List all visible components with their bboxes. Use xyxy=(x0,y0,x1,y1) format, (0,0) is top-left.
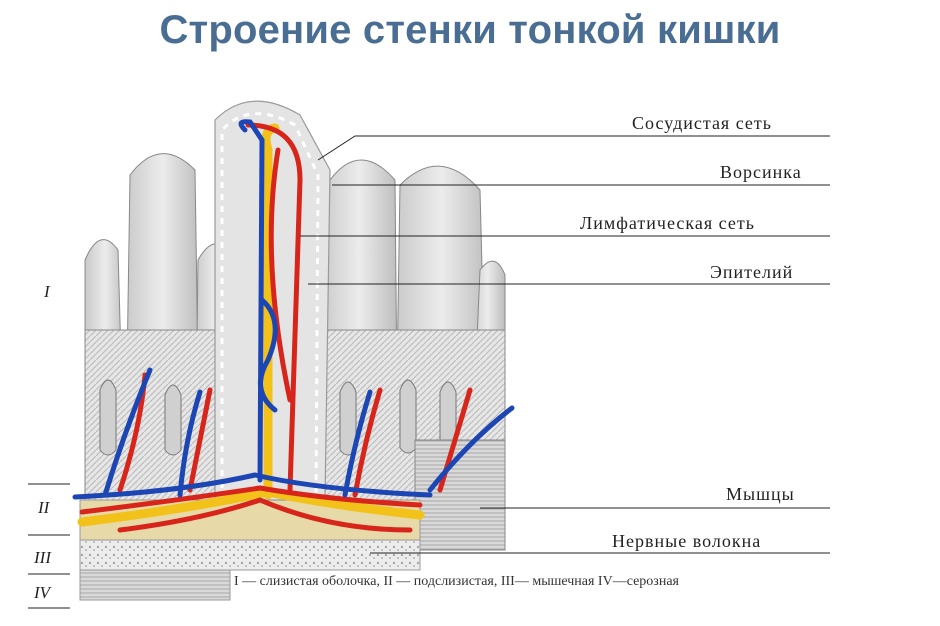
label-nerve-fibers: Нервные волокна xyxy=(612,531,761,552)
layer-legend: I — слизистая оболочка, II — подслизиста… xyxy=(234,574,679,590)
serous-layer xyxy=(80,570,230,600)
label-vascular-network: Сосудистая сеть xyxy=(632,113,772,134)
label-villus: Ворсинка xyxy=(720,162,802,183)
layer-label-i: I xyxy=(44,282,50,302)
layer-label-ii: II xyxy=(38,498,49,518)
label-epithelium: Эпителий xyxy=(710,262,793,283)
label-muscles: Мышцы xyxy=(726,484,795,505)
muscular-layer xyxy=(80,540,420,570)
label-lymphatic-network: Лимфатическая сеть xyxy=(580,213,755,234)
layer-label-iv: IV xyxy=(34,583,50,603)
layer-label-iii: III xyxy=(34,548,51,568)
